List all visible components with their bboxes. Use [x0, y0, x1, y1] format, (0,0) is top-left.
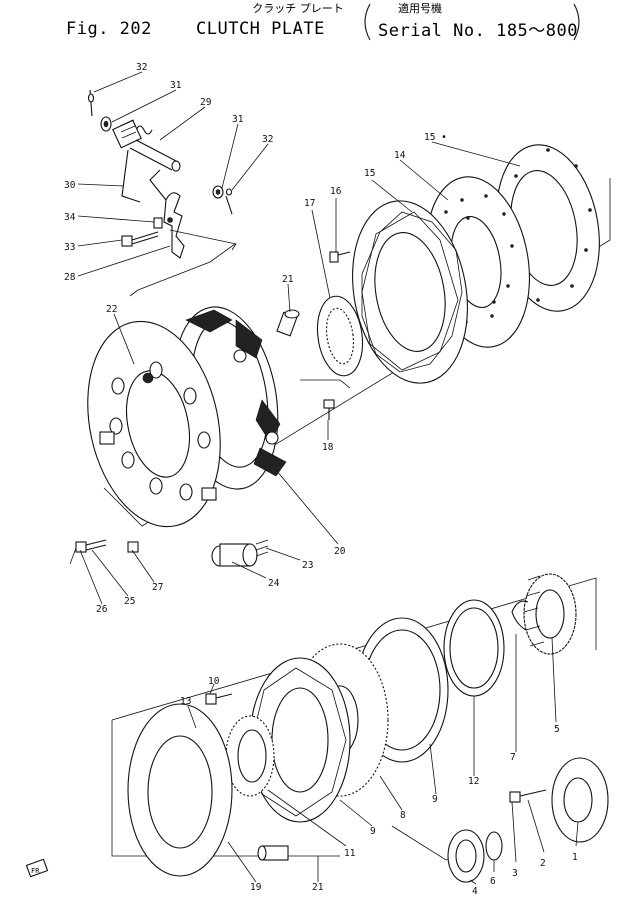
- title-japanese: クラッチ プレート: [252, 2, 344, 15]
- pin-32a: [87, 89, 95, 117]
- plate-19: [127, 703, 233, 877]
- upper-group-outline: [103, 178, 611, 527]
- callout-33: 33: [64, 242, 75, 253]
- disc-15-star: [352, 200, 468, 384]
- bolt-2: [509, 789, 547, 803]
- callout-23: 23: [302, 560, 313, 571]
- callout-20: 20: [334, 546, 346, 557]
- spring-29: [112, 119, 181, 172]
- housing-1: [551, 757, 609, 843]
- callout-21b: 21: [312, 882, 324, 893]
- callout-21a: 21: [282, 274, 294, 285]
- snap-ring-7: [511, 600, 529, 631]
- callout-24: 24: [268, 578, 280, 589]
- gear-disc-11: [225, 715, 275, 797]
- serial-japanese: 適用号機: [398, 1, 442, 15]
- corner-mark-text: FR: [31, 867, 40, 875]
- figure-number: Fig. 202: [66, 19, 152, 39]
- pin-21a: [276, 309, 300, 337]
- figure-title: クラッチ プレート 適用号機 Fig. 202 CLUTCH PLATE Ser…: [66, 1, 580, 41]
- callout-30: 30: [64, 180, 76, 191]
- ring-6: [485, 831, 503, 861]
- callout-12: 12: [468, 776, 479, 787]
- callout-10: 10: [208, 676, 220, 687]
- callout-18: 18: [322, 442, 334, 453]
- pin-32b: [225, 188, 233, 215]
- arm-28: [149, 169, 185, 259]
- callout-17: 17: [304, 198, 315, 209]
- callouts: 32 31 29 31 32 30 34 33 28 16 15 14 15 •…: [64, 62, 579, 897]
- callout-4: 4: [472, 886, 478, 897]
- callout-13: 13: [180, 696, 191, 707]
- callout-28: 28: [64, 272, 76, 283]
- callout-19: 19: [250, 882, 262, 893]
- callout-26: 26: [96, 604, 108, 615]
- callout-5: 5: [554, 724, 560, 735]
- callout-2: 2: [540, 858, 546, 869]
- figure-name: CLUTCH PLATE: [196, 19, 325, 39]
- callout-8: 8: [400, 810, 406, 821]
- callout-32b: 32: [262, 134, 273, 145]
- bolt-16: [329, 251, 351, 263]
- bolt-10: [205, 693, 233, 705]
- callout-16: 16: [330, 186, 342, 197]
- callout-9b: 9: [370, 826, 376, 837]
- bearing-4: [447, 829, 485, 883]
- callout-3: 3: [512, 868, 518, 879]
- bolt-27: [127, 541, 139, 553]
- callout-15b: 15 •: [424, 132, 447, 143]
- callout-1: 1: [572, 852, 578, 863]
- bolt-18: [323, 399, 335, 420]
- gear-disc-17: [316, 295, 364, 377]
- callout-15a: 15: [364, 168, 375, 179]
- pin-21b: [257, 845, 289, 861]
- callout-9a: 9: [432, 794, 438, 805]
- callout-29: 29: [200, 97, 212, 108]
- washer-31a: [100, 116, 112, 132]
- flange-plate-22: [87, 320, 221, 528]
- callout-25: 25: [124, 596, 135, 607]
- gear-5: [523, 573, 577, 655]
- callout-34: 34: [64, 212, 76, 223]
- ring-12: [443, 599, 505, 697]
- callout-31a: 31: [170, 80, 182, 91]
- lever-30: [121, 149, 141, 203]
- corner-mark: FR: [25, 858, 49, 878]
- open-paren: [364, 3, 371, 41]
- callout-14: 14: [394, 150, 406, 161]
- bolt-33: [121, 231, 159, 247]
- callout-31b: 31: [232, 114, 244, 125]
- callout-27: 27: [152, 582, 163, 593]
- nut-34: [153, 217, 163, 229]
- callout-6: 6: [490, 876, 496, 887]
- callout-32a: 32: [136, 62, 147, 73]
- callout-11: 11: [344, 848, 356, 859]
- callout-22: 22: [106, 304, 117, 315]
- close-paren: [573, 3, 580, 41]
- serial-range: Serial No. 185～800: [378, 21, 578, 41]
- disc-9-star: [249, 657, 351, 823]
- callout-7: 7: [510, 752, 516, 763]
- washer-31b: [212, 185, 224, 199]
- pin-24: [211, 539, 269, 567]
